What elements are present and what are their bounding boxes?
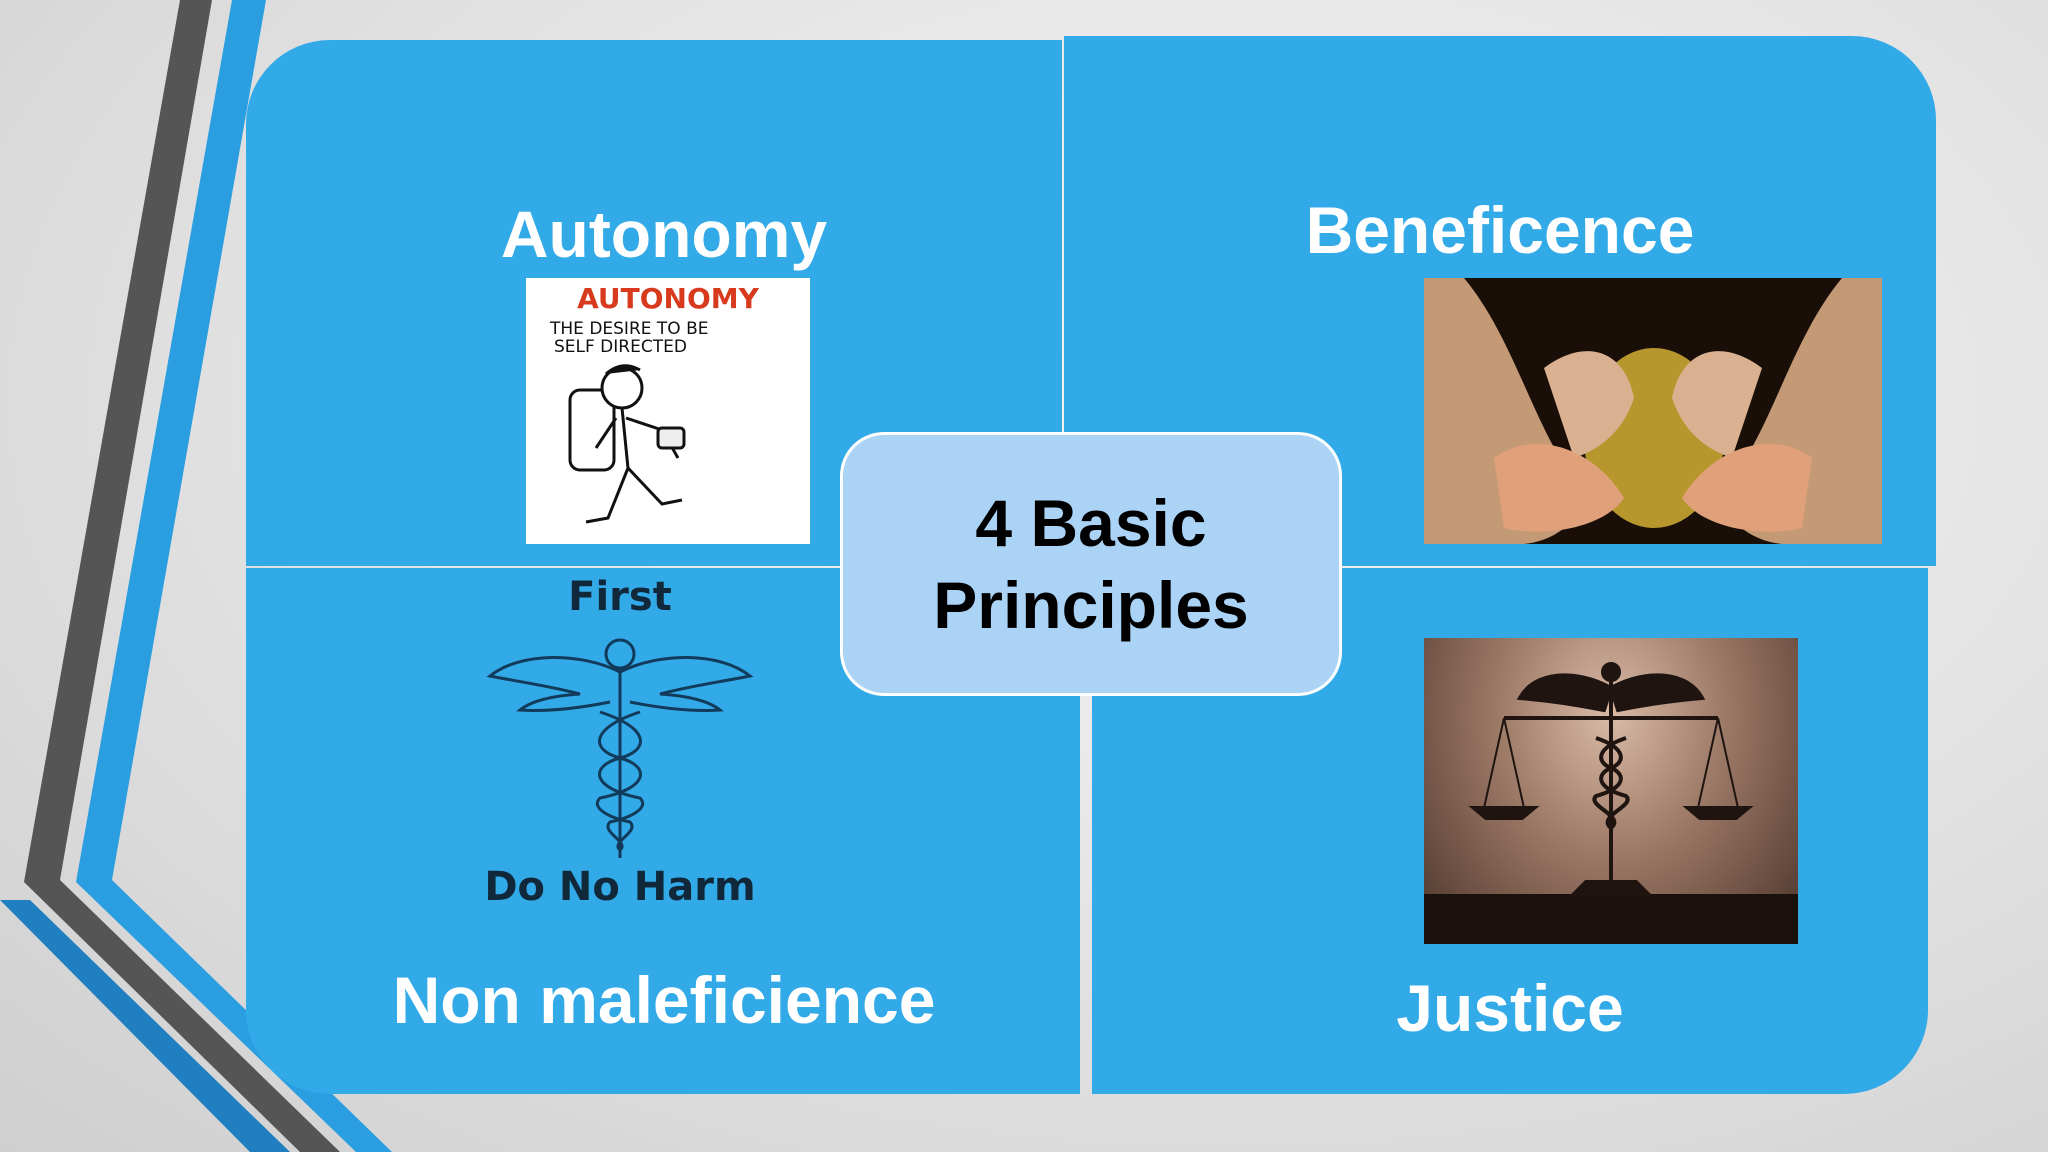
caduceus-icon bbox=[480, 632, 760, 864]
first-label: First bbox=[568, 574, 672, 620]
justice-title: Justice bbox=[1396, 971, 1624, 1045]
center-title-line2: Principles bbox=[933, 568, 1249, 642]
autonomy-cartoon-image: AUTONOMY THE DESIRE TO BE SELF DIRECTED bbox=[526, 278, 810, 544]
autonomy-title: Autonomy bbox=[500, 197, 828, 271]
justice-scales-image bbox=[1424, 638, 1798, 944]
center-title-box: 4 Basic Principles bbox=[840, 432, 1342, 696]
autonomy-image-heading: AUTONOMY bbox=[577, 282, 760, 315]
center-title: 4 Basic Principles bbox=[933, 482, 1248, 646]
autonomy-image-line2: SELF DIRECTED bbox=[554, 337, 687, 357]
autonomy-image-line1: THE DESIRE TO BE bbox=[549, 319, 708, 339]
helping-hands-image bbox=[1424, 278, 1882, 544]
do-no-harm-label: Do No Harm bbox=[484, 864, 756, 910]
center-title-line1: 4 Basic bbox=[975, 486, 1207, 560]
beneficence-title: Beneficence bbox=[1305, 193, 1695, 267]
non-maleficience-title: Non maleficience bbox=[392, 963, 936, 1037]
